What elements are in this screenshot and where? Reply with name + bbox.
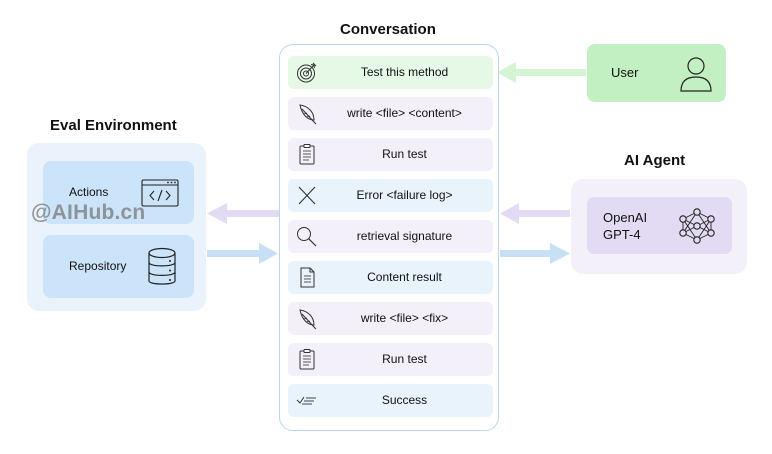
conversation-item-label: Run test [382,352,427,366]
agent-provider-label: OpenAI [603,210,648,225]
conversation-item-retrieval: retrieval signature [288,220,493,253]
conversation-panel: Test this method write <file> <content> … [279,44,499,431]
agent-model-box: OpenAI GPT-4 [587,197,732,254]
clipboard-icon [299,144,315,165]
watermark: @AIHub.cn [31,201,146,224]
conversation-item-test-method: Test this method [288,56,493,89]
neural-network-icon [679,208,715,244]
person-icon [680,57,712,92]
conversation-item-write-file: write <file> <content> [288,97,493,130]
actions-label: Actions [69,185,109,199]
database-icon [148,247,176,285]
target-icon [297,62,317,83]
conversation-title: Conversation [340,21,436,38]
search-icon [297,227,317,247]
conversation-to-agent-arrow [500,243,570,264]
user-box: User [587,44,726,102]
conversation-item-label: Run test [382,147,427,161]
agent-model-label: GPT-4 [603,227,641,242]
eval-environment-title: Eval Environment [50,117,177,134]
ai-agent-title: AI Agent [624,152,686,169]
conversation-item-label: retrieval signature [356,229,453,243]
conversation-item-run-test-2: Run test [288,343,493,376]
conversation-item-success: Success [288,384,493,417]
agent-to-conversation-arrow [500,203,570,224]
actions-box: Actions [43,161,194,224]
conversation-item-label: write <file> <content> [347,106,462,120]
conversation-item-label: write <file> <fix> [360,311,449,325]
feather-icon [299,309,317,330]
conversation-item-label: Test this method [360,65,449,79]
eval-to-conversation-arrow [207,243,278,264]
checklist-icon [296,396,316,405]
conversation-item-content-result: Content result [288,261,493,294]
conversation-item-label: Error <failure log> [356,188,453,202]
user-to-conversation-arrow [497,62,586,83]
conversation-to-eval-arrow [207,203,279,224]
feather-icon [299,104,317,125]
code-window-icon [141,179,179,207]
repository-box: Repository [43,235,194,298]
eval-environment-panel: Actions Repository [27,143,206,311]
clipboard-icon [299,349,315,370]
cross-icon [298,186,316,205]
user-label: User [611,65,639,80]
repository-label: Repository [69,259,127,273]
conversation-item-run-test: Run test [288,138,493,171]
conversation-item-label: Content result [367,270,442,284]
conversation-item-write-fix: write <file> <fix> [288,302,493,335]
conversation-item-label: Success [381,393,428,407]
conversation-item-error: Error <failure log> [288,179,493,212]
ai-agent-panel: OpenAI GPT-4 [571,179,747,274]
document-icon [300,267,315,288]
